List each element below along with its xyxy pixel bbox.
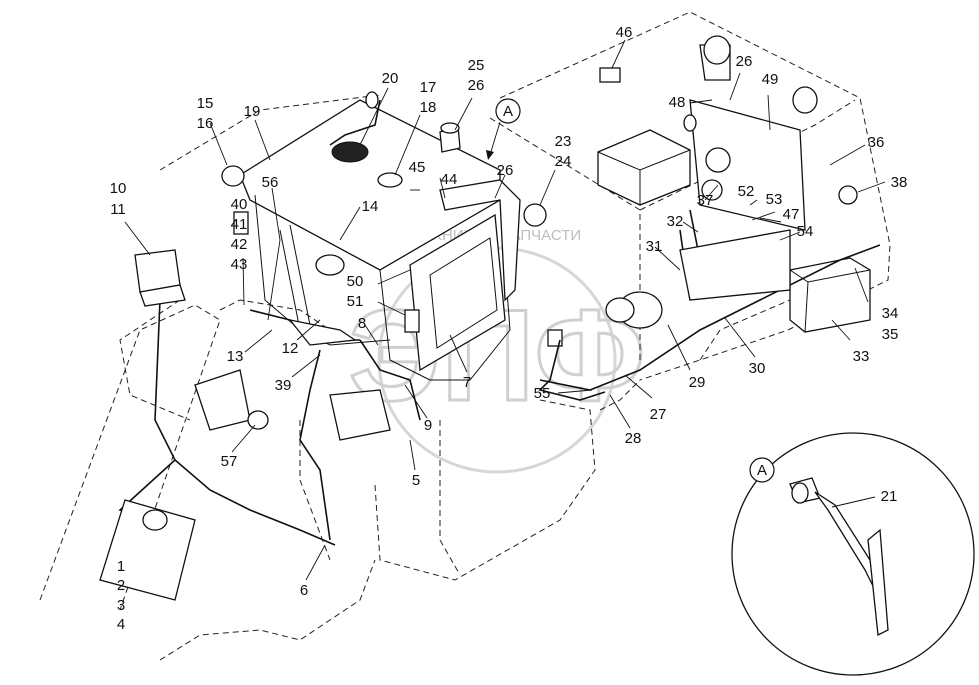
callout-8: 8 bbox=[358, 315, 366, 332]
horn-57 bbox=[247, 410, 269, 430]
callout-17: 17 bbox=[420, 79, 437, 96]
callout-52: 52 bbox=[738, 183, 755, 200]
callout-45: 45 bbox=[409, 159, 426, 176]
callout-5: 5 bbox=[412, 472, 420, 489]
rear-harness bbox=[538, 35, 881, 401]
cab-light-14 bbox=[315, 254, 345, 276]
callout-30: 30 bbox=[749, 360, 766, 377]
callout-11: 11 bbox=[110, 201, 126, 218]
callout-32: 32 bbox=[667, 213, 684, 230]
battery-33 bbox=[789, 257, 871, 333]
callout-53: 53 bbox=[766, 191, 783, 208]
callout-20: 20 bbox=[382, 70, 399, 87]
callout-31: 31 bbox=[646, 238, 663, 255]
callout-24: 25 bbox=[468, 57, 485, 74]
callout-27: 27 bbox=[650, 406, 667, 423]
callout-43: 43 bbox=[231, 256, 248, 273]
callout-labels: 10 11 15 16 19 20 17 18 25 26 23 24 45 4… bbox=[110, 24, 908, 633]
callout-14: 14 bbox=[362, 198, 379, 215]
callout-44: 44 bbox=[441, 171, 458, 188]
callout-48: 48 bbox=[669, 94, 686, 111]
callout-28: 28 bbox=[625, 430, 642, 447]
view-marker-text: A bbox=[503, 103, 513, 120]
pedal-plate-1-4 bbox=[99, 499, 196, 601]
callout-57: 57 bbox=[221, 453, 238, 470]
rear-tray bbox=[679, 229, 791, 301]
callout-13: 13 bbox=[227, 348, 244, 365]
callout-16: 16 bbox=[197, 115, 214, 132]
callout-54: 54 bbox=[797, 223, 814, 240]
callout-19: 19 bbox=[244, 103, 261, 120]
callout-25: 26 bbox=[468, 77, 485, 94]
callout-4: 4 bbox=[117, 616, 125, 633]
light-22-23 bbox=[523, 203, 547, 227]
callout-46: 46 bbox=[616, 24, 633, 41]
wiper-blade-21 bbox=[867, 528, 889, 637]
callout-51: 51 bbox=[347, 293, 364, 310]
callout-37: 37 bbox=[697, 192, 714, 209]
callout-22: 23 bbox=[555, 133, 572, 150]
detail-marker-text: A bbox=[757, 462, 767, 479]
callout-39: 39 bbox=[275, 377, 292, 394]
wiper-motor-26 bbox=[439, 179, 521, 302]
horn-37 bbox=[705, 147, 731, 173]
callout-3: 3 bbox=[117, 597, 125, 614]
callout-21: 21 bbox=[881, 488, 898, 505]
callout-9: 9 bbox=[424, 417, 432, 434]
callout-23: 24 bbox=[555, 153, 572, 170]
callout-12: 12 bbox=[282, 340, 299, 357]
front-harness bbox=[99, 211, 563, 601]
roof-lights bbox=[221, 122, 547, 302]
detail-view-a: A 21 bbox=[731, 432, 975, 676]
callout-56: 56 bbox=[262, 174, 279, 191]
callout-41: 41 bbox=[231, 216, 248, 233]
callout-40: 40 bbox=[231, 196, 248, 213]
callout-18: 18 bbox=[420, 99, 437, 116]
callout-2: 2 bbox=[117, 577, 125, 594]
connector-12 bbox=[288, 319, 357, 346]
main-view-marker: A bbox=[486, 98, 521, 160]
callout-50: 50 bbox=[347, 273, 364, 290]
light-15-16 bbox=[221, 165, 245, 187]
switch-block-5 bbox=[329, 389, 391, 441]
callout-49: 49 bbox=[762, 71, 779, 88]
seat-panel bbox=[194, 369, 251, 431]
callout-55: 55 bbox=[534, 385, 551, 402]
cab-body bbox=[239, 99, 511, 381]
callout-47: 47 bbox=[783, 206, 800, 223]
callout-42: 42 bbox=[231, 236, 248, 253]
callout-10: 10 bbox=[110, 180, 127, 197]
relay-55 bbox=[547, 329, 563, 347]
callout-1: 1 bbox=[117, 558, 125, 575]
callout-34: 34 bbox=[882, 305, 899, 322]
relay-46 bbox=[599, 67, 621, 83]
callout-15: 15 bbox=[197, 95, 214, 112]
callout-7: 7 bbox=[463, 374, 471, 391]
leader-lines bbox=[124, 39, 886, 581]
switch-40-43 bbox=[233, 211, 249, 235]
light-38 bbox=[838, 185, 858, 205]
callout-33: 33 bbox=[853, 348, 870, 365]
roof-beacon bbox=[329, 91, 403, 188]
callout-6: 6 bbox=[300, 582, 308, 599]
cab-window-right bbox=[409, 213, 506, 372]
battery-box-top bbox=[597, 129, 691, 206]
rear-light-right bbox=[792, 86, 818, 114]
callout-38: 38 bbox=[891, 174, 908, 191]
relay-48 bbox=[683, 114, 697, 132]
callout-36: 36 bbox=[868, 134, 885, 151]
callout-29: 29 bbox=[689, 374, 706, 391]
callout-26-rear: 26 bbox=[736, 53, 753, 70]
switch-50-51 bbox=[404, 309, 420, 333]
callout-26-front: 26 bbox=[497, 162, 514, 179]
callout-35: 35 bbox=[882, 326, 899, 343]
